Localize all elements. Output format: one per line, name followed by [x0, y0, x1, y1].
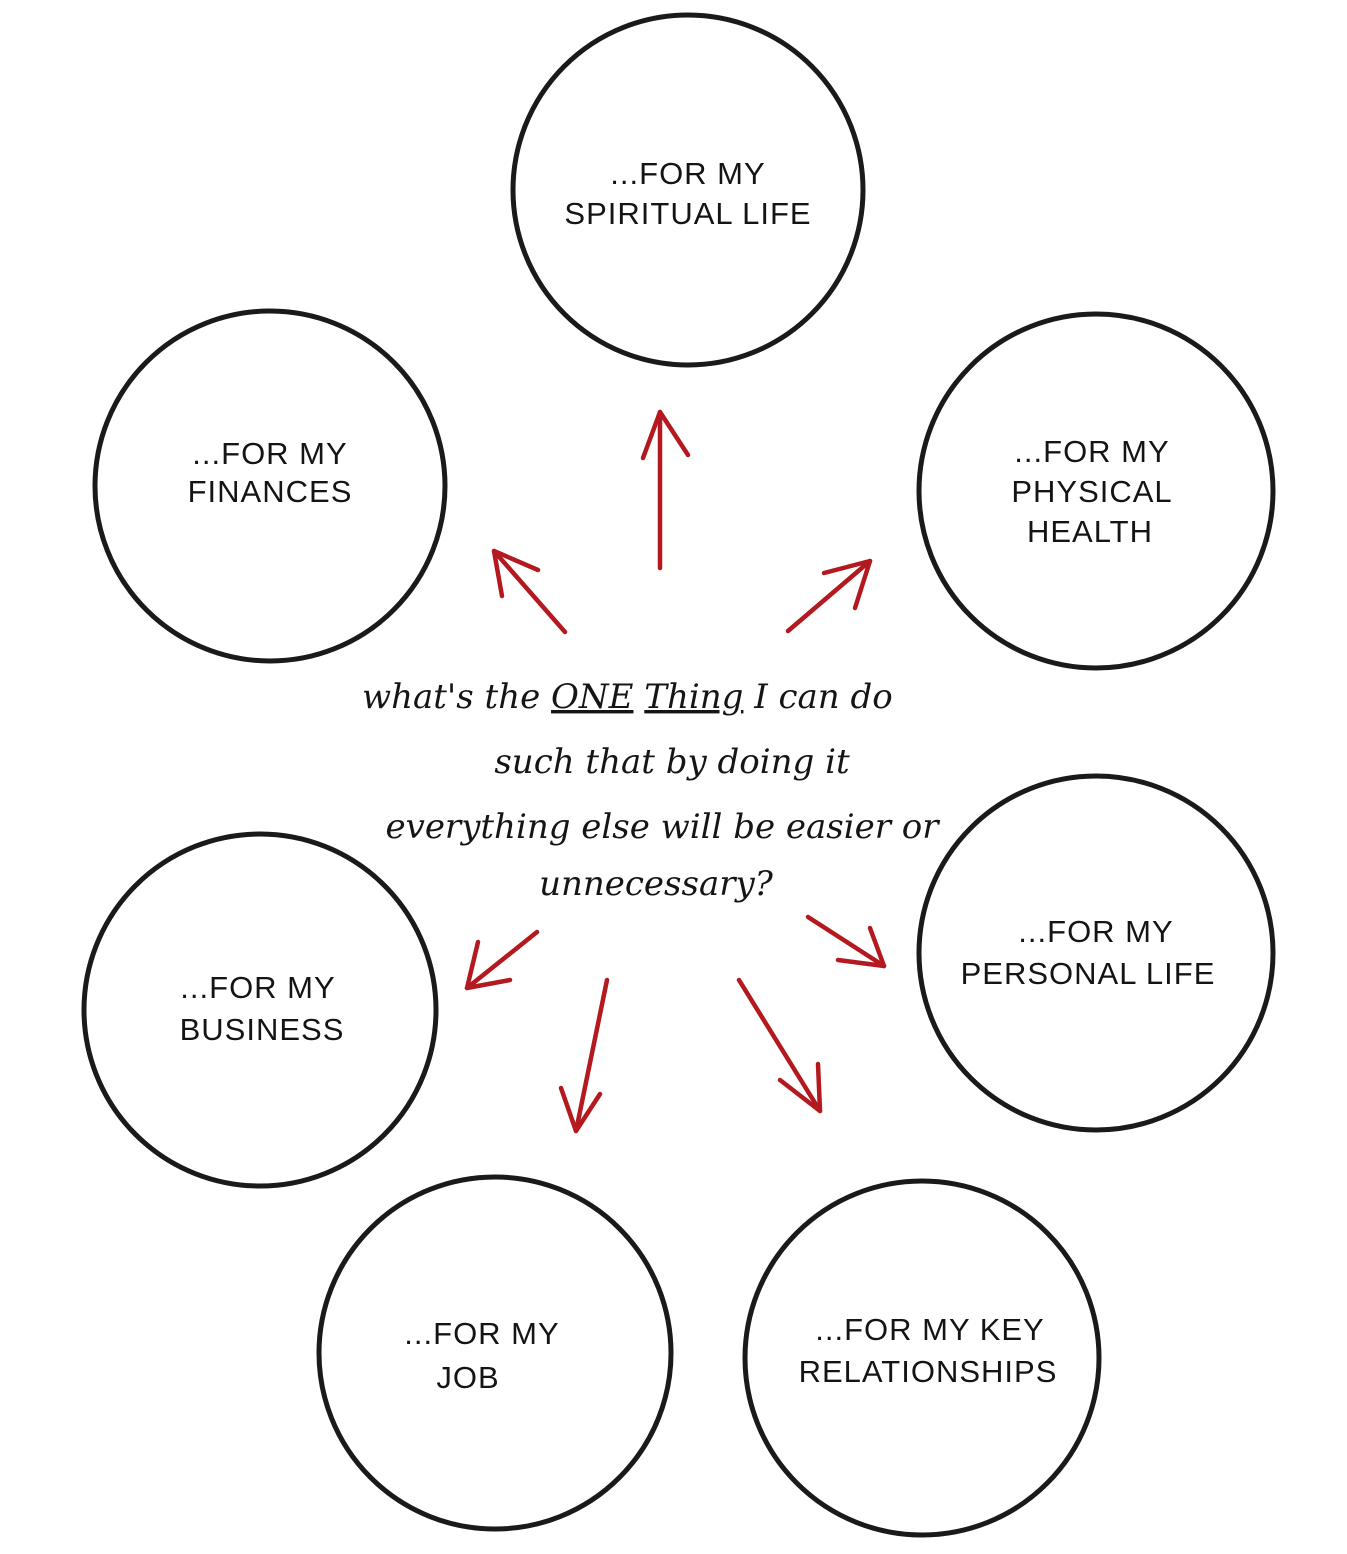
circle-label-line-1: ...FOR MY KEY	[815, 1312, 1044, 1347]
circle-outline	[81, 831, 439, 1189]
circle-label-line-1: ...FOR MY	[1014, 434, 1169, 469]
question-segment-one: ONE	[551, 677, 634, 717]
circle-label-line-2: FINANCES	[188, 474, 353, 509]
question-line-3: everything else will be easier or	[385, 807, 940, 847]
arrow-to-physical-health	[785, 558, 873, 634]
circle-outline	[916, 773, 1276, 1133]
question-segment	[633, 677, 644, 717]
question-line-4: unnecessary?	[539, 864, 774, 904]
circle-job: ...FOR MY JOB	[316, 1174, 674, 1532]
arrow-to-finances	[491, 548, 568, 635]
arrow-to-job	[558, 977, 610, 1134]
circle-key-relationships: ...FOR MY KEY RELATIONSHIPS	[742, 1178, 1102, 1538]
circle-outline	[92, 308, 448, 664]
circle-business: ...FOR MY BUSINESS	[81, 831, 439, 1189]
circle-label-line-1: ...FOR MY	[1018, 914, 1173, 949]
circle-label-line-2: PHYSICAL	[1011, 474, 1172, 509]
question-segment: what's the	[362, 677, 551, 717]
question-line-1: what's the ONE Thing I can do	[362, 677, 893, 717]
circle-label-line-1: ...FOR MY	[192, 436, 347, 471]
circle-label-line-3: HEALTH	[1027, 514, 1153, 549]
question-line-2: such that by doing it	[494, 742, 850, 782]
circle-outline	[316, 1174, 674, 1532]
circle-spiritual-life: ...FOR MY SPIRITUAL LIFE	[510, 12, 866, 368]
circle-personal-life: ...FOR MY PERSONAL LIFE	[916, 773, 1276, 1133]
question-segment: I can do	[743, 677, 892, 717]
circle-label-line-1: ...FOR MY	[610, 156, 765, 191]
arrow-to-key-relationships	[736, 977, 823, 1114]
circle-label-line-1: ...FOR MY	[404, 1316, 559, 1351]
arrow-to-business	[464, 929, 540, 991]
circle-label-line-2: BUSINESS	[180, 1012, 345, 1047]
arrow-to-spiritual-life	[640, 409, 691, 571]
circle-label-line-2: RELATIONSHIPS	[799, 1354, 1058, 1389]
circle-label-line-2: SPIRITUAL LIFE	[564, 196, 811, 231]
circle-finances: ...FOR MY FINANCES	[92, 308, 448, 664]
question-segment-thing: Thing	[644, 677, 743, 717]
circle-label-line-2: PERSONAL LIFE	[961, 956, 1216, 991]
circle-physical-health: ...FOR MY PHYSICAL HEALTH	[916, 311, 1276, 671]
circle-outline	[916, 311, 1276, 671]
circle-outline	[742, 1178, 1102, 1538]
circle-label-line-2: JOB	[436, 1360, 499, 1395]
arrow-to-personal-life	[805, 914, 887, 969]
circle-outline	[510, 12, 866, 368]
circle-label-line-1: ...FOR MY	[180, 970, 335, 1005]
central-question: what's the ONE Thing I can do such that …	[362, 677, 940, 904]
